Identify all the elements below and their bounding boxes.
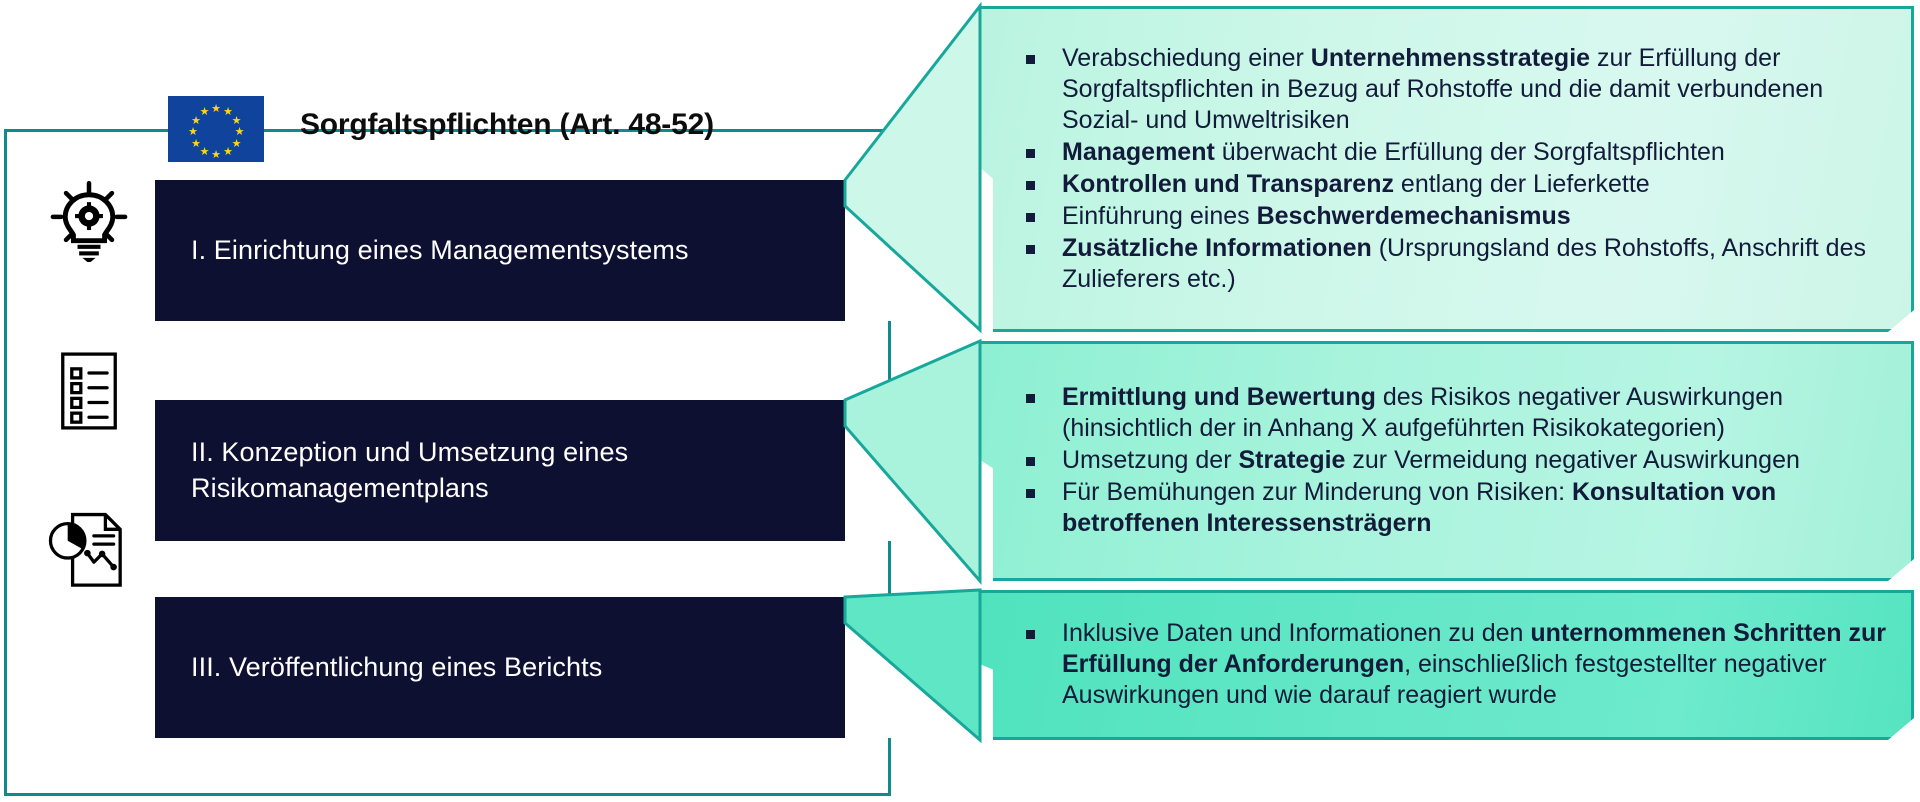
- checklist-icon: [48, 350, 130, 432]
- callout-bullet: Management überwacht die Erfüllung der S…: [1018, 137, 1888, 168]
- step-label-3: III. Veröffentlichung eines Berichts: [191, 651, 603, 682]
- callout-leader-lines: [843, 1, 982, 744]
- step-label-1: I. Einrichtung eines Managementsystems: [191, 234, 689, 265]
- callout-bullet: Inklusive Daten und Informationen zu den…: [1018, 618, 1888, 711]
- callout-bullet: Zusätzliche Informationen (Ursprungsland…: [1018, 233, 1888, 295]
- callout-bullets-3: Inklusive Daten und Informationen zu den…: [978, 618, 1888, 712]
- step-box-1[interactable]: I. Einrichtung eines Managementsystems: [155, 180, 845, 321]
- callout-shape-3: [978, 590, 1914, 740]
- callout-bullet: Ermittlung und Bewertung des Risikos neg…: [1018, 382, 1888, 444]
- step-label-2: II. Konzeption und Umsetzung eines Risik…: [191, 436, 629, 503]
- callout-bullet: Für Bemühungen zur Minderung von Risiken…: [1018, 477, 1888, 539]
- callout-panel-2: Ermittlung und Bewertung des Risikos neg…: [978, 341, 1914, 581]
- callout-bullets-2: Ermittlung und Bewertung des Risikos neg…: [978, 382, 1888, 540]
- title-leader-line: [828, 129, 890, 132]
- callout-bullet: Einführung eines Beschwerdemechanismus: [1018, 201, 1888, 232]
- report-chart-icon: [48, 508, 130, 590]
- tick-connector-3: [888, 738, 891, 796]
- step-box-3[interactable]: III. Veröffentlichung eines Berichts: [155, 597, 845, 738]
- callout-bullets-1: Verabschiedung einer Unternehmensstrateg…: [978, 43, 1888, 296]
- callout-panel-1: Verabschiedung einer Unternehmensstrateg…: [978, 6, 1914, 332]
- callout-panel-3: Inklusive Daten und Informationen zu den…: [978, 590, 1914, 740]
- tick-connector-2: [888, 541, 891, 597]
- callout-shape-1: [978, 6, 1914, 332]
- callout-shape-2: [978, 341, 1914, 581]
- lightbulb-gear-icon: [48, 180, 130, 262]
- step-box-2[interactable]: II. Konzeption und Umsetzung eines Risik…: [155, 400, 845, 541]
- callout-bullet: Kontrollen und Transparenz entlang der L…: [1018, 169, 1888, 200]
- eu-flag-icon: ★ ★ ★ ★ ★ ★ ★ ★ ★ ★ ★ ★: [168, 96, 264, 162]
- bracket-connector: [4, 129, 888, 796]
- callout-bullet: Umsetzung der Strategie zur Vermeidung n…: [1018, 445, 1888, 476]
- callout-bullet: Verabschiedung einer Unternehmensstrateg…: [1018, 43, 1888, 136]
- page-title: Sorgfaltspflichten (Art. 48-52): [300, 108, 714, 141]
- tick-connector-1: [888, 321, 891, 401]
